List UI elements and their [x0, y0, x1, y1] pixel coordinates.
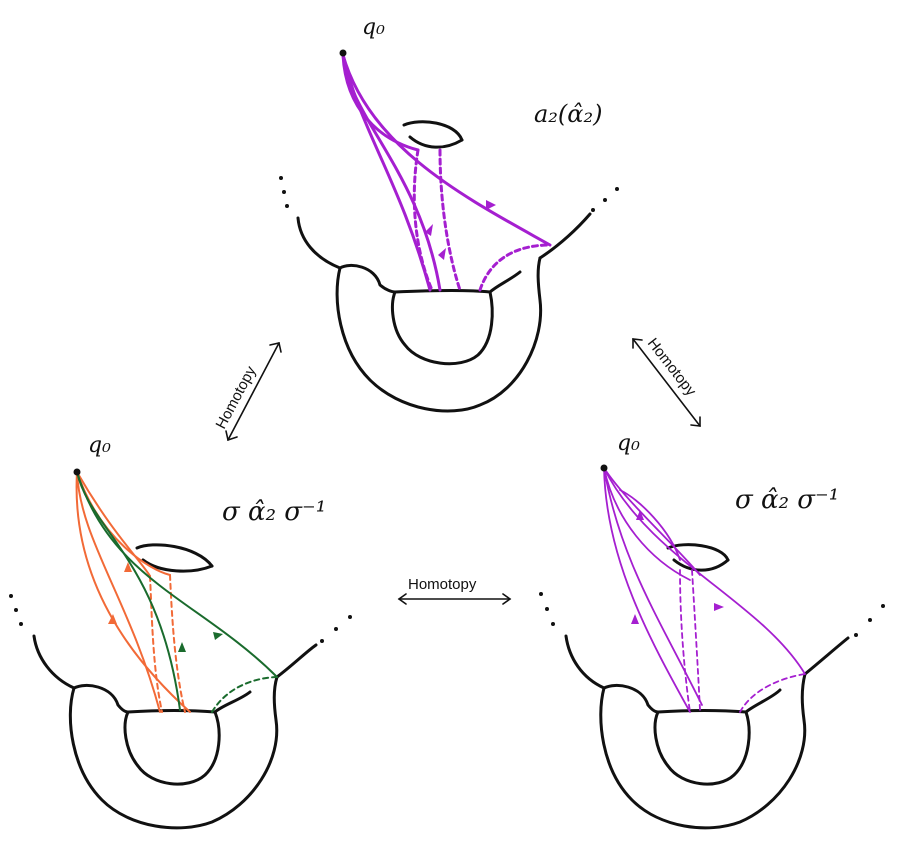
right-basepoint-label: q₀	[617, 431, 640, 456]
right-loop	[603, 467, 806, 713]
homotopy-label-bottom: Homotopy	[408, 576, 477, 593]
right-caption: σ α̂₂ σ⁻¹	[735, 485, 839, 515]
homotopy-label-top-left: Homotopy	[213, 363, 260, 432]
top-surface	[279, 120, 619, 413]
homotopy-arrow-top-left: Homotopy	[213, 342, 282, 442]
top-basepoint-label: q₀	[362, 15, 385, 40]
right-basepoint-dot	[600, 464, 608, 472]
top-basepoint-dot	[339, 49, 347, 57]
left-caption: σ α̂₂ σ⁻¹	[222, 497, 326, 527]
right-surface	[539, 543, 885, 830]
left-loop	[75, 471, 278, 713]
homotopy-arrow-top-right: Homotopy	[632, 335, 701, 427]
homotopy-arrow-bottom: Homotopy	[397, 576, 512, 605]
top-caption: a₂(α̂₂)	[534, 100, 602, 128]
left-surface	[9, 543, 352, 830]
left-basepoint-label: q₀	[88, 433, 111, 458]
top-loop	[341, 53, 552, 292]
left-basepoint-dot	[73, 468, 81, 476]
